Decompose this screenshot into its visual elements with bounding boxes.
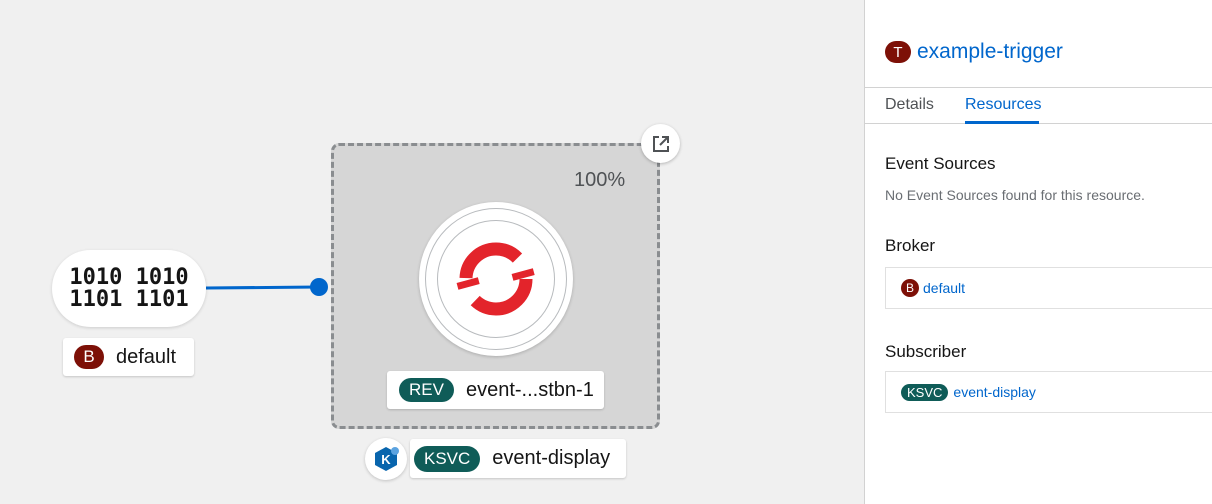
revision-label[interactable]: REV event-...stbn-1 xyxy=(387,371,604,409)
topology-canvas[interactable]: 1010 1010 1101 1101 B default 100% REV e… xyxy=(0,0,864,504)
tab-resources[interactable]: Resources xyxy=(965,96,1042,113)
broker-heading: Broker xyxy=(885,236,936,255)
trigger-title-link[interactable]: example-trigger xyxy=(917,40,1063,63)
service-label[interactable]: KSVC event-display xyxy=(410,439,626,478)
openshift-logo-icon xyxy=(456,242,535,316)
edge-handle[interactable] xyxy=(310,278,328,296)
active-tab-indicator xyxy=(965,121,1039,124)
revision-node[interactable] xyxy=(419,202,573,356)
event-sources-heading: Event Sources xyxy=(885,154,996,173)
external-link-button[interactable] xyxy=(641,124,680,163)
subscriber-resource-badge: KSVC xyxy=(901,383,949,401)
broker-label[interactable]: B default xyxy=(63,338,194,376)
knative-icon: K xyxy=(365,438,407,480)
subscriber-resource-link[interactable]: event-display xyxy=(953,384,1036,400)
broker-icon: 1010 1010 1101 1101 xyxy=(69,264,189,312)
rev-badge: REV xyxy=(399,378,454,402)
panel-title: T example-trigger xyxy=(885,40,1063,64)
broker-resource-item: B default xyxy=(885,267,1212,309)
event-sources-empty: No Event Sources found for this resource… xyxy=(885,187,1145,203)
broker-node[interactable]: 1010 1010 1101 1101 xyxy=(52,250,206,327)
trigger-badge: T xyxy=(885,41,911,63)
tab-details[interactable]: Details xyxy=(885,96,934,113)
revision-name: event-...stbn-1 xyxy=(465,378,594,401)
trigger-edge[interactable] xyxy=(205,285,319,290)
external-link-icon xyxy=(652,135,669,152)
broker-name: default xyxy=(116,345,177,368)
panel-tabs: Details Resources xyxy=(865,87,1212,124)
broker-resource-badge: B xyxy=(901,279,919,297)
ksvc-badge: KSVC xyxy=(414,445,481,472)
side-panel: T example-trigger Details Resources Even… xyxy=(864,0,1212,504)
broker-resource-link[interactable]: default xyxy=(923,280,966,296)
svg-text:K: K xyxy=(381,452,391,467)
service-name: event-display xyxy=(492,447,611,469)
broker-badge: B xyxy=(74,345,104,369)
traffic-percent: 100% xyxy=(574,169,626,191)
subscriber-resource-item: KSVC event-display xyxy=(885,371,1212,413)
subscriber-heading: Subscriber xyxy=(885,342,967,361)
